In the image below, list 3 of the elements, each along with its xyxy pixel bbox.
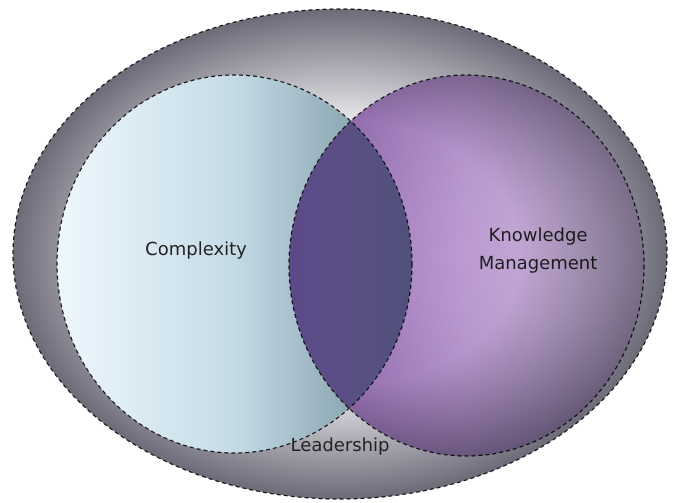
- set-label: Knowledge Management: [478, 224, 598, 276]
- set-label: Leadership: [290, 434, 390, 458]
- set-label: Complexity: [144, 238, 248, 262]
